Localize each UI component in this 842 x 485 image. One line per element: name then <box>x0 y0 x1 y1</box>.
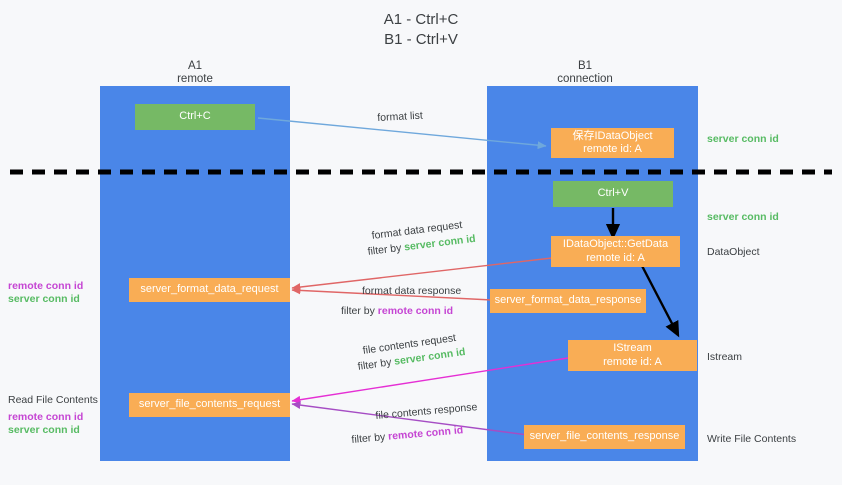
title-line-1: A1 - Ctrl+C <box>383 11 459 28</box>
lane-header-a1-sub: remote <box>177 73 213 85</box>
arrow-file-contents-response <box>291 401 529 436</box>
box-server-file-contents-request-label: server_file_contents_request <box>138 398 281 411</box>
filter-by-text-2: filter by <box>341 305 375 317</box>
arrow-format-data-request <box>291 257 553 291</box>
box-istream-sub: remote id: A <box>603 355 662 368</box>
label-format-list: format list <box>377 109 424 124</box>
left-label-server-conn-id-2: server conn id <box>8 424 80 436</box>
left-label-remote-conn-id-1: remote conn id <box>8 280 84 292</box>
box-save-idataobject-sub: remote id: A <box>583 143 642 155</box>
box-save-idataobject-title: 保存IDataObject <box>572 129 653 142</box>
box-server-format-data-request[interactable]: server_format_data_request <box>129 278 290 302</box>
label-format-data-response-filter: filter by remote conn id <box>341 305 453 318</box>
lane-header-a1: A1 remote <box>95 60 295 86</box>
arrow-file-contents-request <box>291 357 569 404</box>
box-istream-title: IStream <box>613 342 652 354</box>
box-server-file-contents-response-label: server_file_contents_response <box>529 430 680 443</box>
right-label-server-conn-id-1: server conn id <box>707 133 779 145</box>
lane-header-b1-sub: connection <box>557 73 613 85</box>
left-label-server-conn-id-1: server conn id <box>8 293 80 305</box>
right-label-write-file-contents: Write File Contents <box>707 433 797 445</box>
lane-header-b1-name: B1 <box>577 60 593 72</box>
lane-header-a1-name: A1 <box>187 60 203 72</box>
title-line-2: B1 - Ctrl+V <box>384 31 458 48</box>
filter-by-text-4: filter by <box>351 431 386 446</box>
box-ctrl-v[interactable]: Ctrl+V <box>553 181 673 207</box>
right-label-istream: Istream <box>707 351 743 363</box>
box-ctrl-c[interactable]: Ctrl+C <box>135 104 255 130</box>
lane-header-b1: B1 connection <box>485 60 685 86</box>
box-server-file-contents-response[interactable]: server_file_contents_response <box>524 425 685 449</box>
right-label-dataobject: DataObject <box>707 246 760 258</box>
box-server-format-data-response-label: server_format_data_response <box>494 294 642 307</box>
right-label-server-conn-id-2: server conn id <box>707 211 779 223</box>
arrow-getdata-istream <box>638 261 680 338</box>
box-ctrl-v-label: Ctrl+V <box>597 187 629 200</box>
label-format-data-response: format data response <box>362 285 462 297</box>
box-server-format-data-request-label: server_format_data_request <box>140 283 279 296</box>
diagram-title: A1 - Ctrl+C B1 - Ctrl+V <box>0 10 842 50</box>
box-save-idataobject[interactable]: 保存IDataObject remote id: A <box>551 128 674 158</box>
left-label-remote-conn-id-2: remote conn id <box>8 411 84 423</box>
remote-conn-id-text-1: remote conn id <box>377 305 454 317</box>
box-server-file-contents-request[interactable]: server_file_contents_request <box>129 393 290 417</box>
box-getdata[interactable]: IDataObject::GetData remote id: A <box>551 236 680 267</box>
box-getdata-sub: remote id: A <box>586 251 645 264</box>
box-istream[interactable]: IStream remote id: A <box>568 340 697 371</box>
box-getdata-title: IDataObject::GetData <box>562 238 669 250</box>
arrow-format-list <box>257 117 547 150</box>
left-label-read-file-contents: Read File Contents <box>8 394 98 406</box>
box-server-format-data-response[interactable]: server_format_data_response <box>490 289 646 313</box>
box-ctrl-c-label: Ctrl+C <box>179 110 211 123</box>
arrow-format-data-response <box>291 286 493 301</box>
